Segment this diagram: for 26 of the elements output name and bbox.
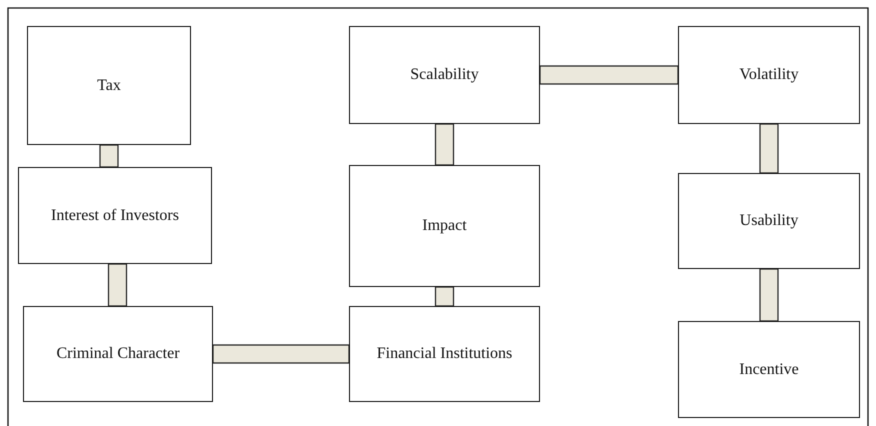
connector-bar xyxy=(759,123,779,174)
box-label: Usability xyxy=(740,212,798,230)
factor-box xyxy=(18,167,212,264)
factor-box xyxy=(678,26,860,124)
factor-box xyxy=(349,306,540,402)
factor-box xyxy=(23,306,213,402)
box-label: Scalability xyxy=(410,66,479,84)
connector-bar xyxy=(759,268,779,322)
factor-box xyxy=(27,26,191,145)
connector-bar xyxy=(212,344,350,364)
connector-bar xyxy=(434,286,454,307)
factor-box xyxy=(678,173,860,269)
box-label: Interest of Investors xyxy=(51,206,179,224)
box-label: Impact xyxy=(422,217,467,235)
box-label: Tax xyxy=(97,76,121,94)
factor-box xyxy=(349,26,540,124)
box-label: Incentive xyxy=(739,360,799,378)
connector-bar xyxy=(539,65,679,85)
factor-box xyxy=(678,321,860,418)
factor-box xyxy=(349,165,540,287)
box-label: Volatility xyxy=(739,66,799,84)
box-label: Criminal Character xyxy=(56,345,180,363)
box-label: Financial Institutions xyxy=(376,345,512,363)
connector-bar xyxy=(434,123,454,166)
connector-bar xyxy=(108,263,128,307)
connector-bar xyxy=(99,144,119,168)
